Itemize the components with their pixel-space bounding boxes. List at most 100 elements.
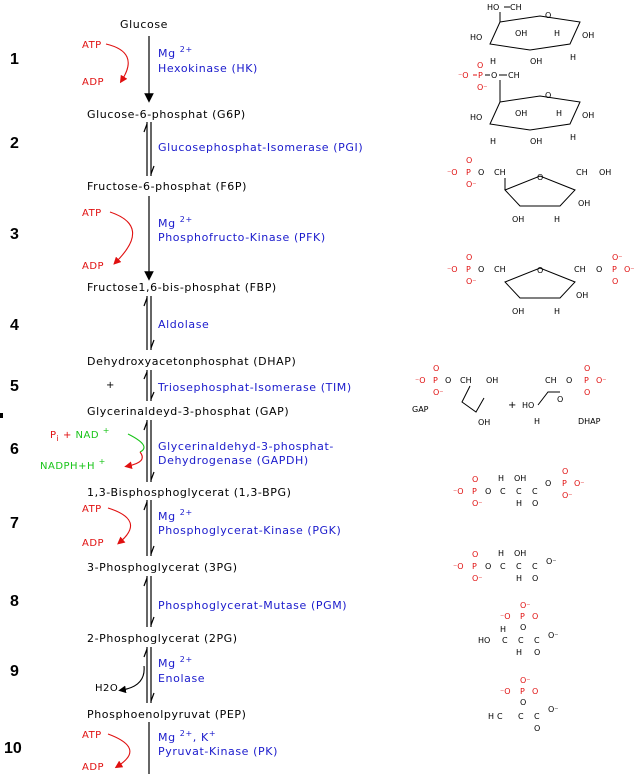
- svg-text:H: H: [534, 417, 540, 426]
- svg-text:CH: CH: [460, 376, 472, 385]
- nadh-curve-6: [124, 451, 143, 470]
- svg-text:HO: HO: [478, 636, 490, 645]
- svg-text:OH: OH: [530, 137, 542, 146]
- atp-label-7: ATP: [82, 504, 102, 515]
- label-gap: GAP: [412, 405, 429, 414]
- label-dhap: DHAP: [578, 417, 601, 426]
- svg-text:O⁻: O⁻: [433, 388, 444, 397]
- svg-text:O⁻: O⁻: [466, 277, 477, 286]
- step-number-7: 7: [10, 515, 19, 532]
- svg-text:P: P: [520, 687, 525, 696]
- enzyme-pfk: Phosphofructo-Kinase (PFK): [158, 231, 326, 244]
- svg-text:H: H: [554, 307, 560, 316]
- arrow-step-5: [143, 370, 155, 401]
- step-number-4: 4: [10, 317, 19, 334]
- step-number-1: 1: [10, 51, 19, 68]
- svg-text:P: P: [520, 612, 525, 621]
- svg-text:CH: CH: [576, 168, 588, 177]
- enzyme-pk: Pyruvat-Kinase (PK): [158, 745, 278, 758]
- svg-text:O⁻: O⁻: [546, 557, 557, 566]
- arrow-step-2: [143, 122, 155, 176]
- step-number-3: 3: [10, 226, 19, 243]
- svg-text:CH: CH: [494, 168, 506, 177]
- svg-text:O: O: [477, 61, 483, 70]
- atp-adp-curve-7: [107, 507, 132, 545]
- enzyme-pgk: Phosphoglycerat-Kinase (PGK): [158, 524, 342, 537]
- svg-text:O: O: [557, 395, 563, 404]
- svg-text:CH: CH: [494, 265, 506, 274]
- metabolite-13bpg: 1,3-Bisphosphoglycerat (1,3-BPG): [87, 486, 292, 499]
- svg-text:O: O: [520, 623, 526, 632]
- enzyme-7-cofactor: Mg 2+: [158, 508, 193, 523]
- svg-text:O: O: [562, 467, 568, 476]
- svg-text:O: O: [520, 698, 526, 707]
- enzyme-9-cofactor: Mg 2+: [158, 655, 193, 670]
- svg-text:H: H: [498, 549, 504, 558]
- svg-text:O: O: [566, 376, 572, 385]
- svg-text:O: O: [534, 724, 540, 733]
- svg-text:O: O: [478, 168, 484, 177]
- svg-text:CH: CH: [508, 71, 520, 80]
- svg-text:O⁻: O⁻: [472, 499, 483, 508]
- atp-label-3: ATP: [82, 208, 102, 219]
- svg-text:H: H: [500, 625, 506, 634]
- svg-text:H: H: [490, 137, 496, 146]
- metabolite-gap: Glycerinaldeyd-3-phosphat (GAP): [87, 405, 290, 418]
- svg-text:O: O: [532, 499, 538, 508]
- svg-text:O: O: [485, 562, 491, 571]
- svg-text:O⁻: O⁻: [596, 376, 607, 385]
- atp-adp-curve-1: [105, 43, 129, 84]
- svg-text:P: P: [466, 265, 471, 274]
- metabolite-g6p: Glucose-6-phosphat (G6P): [87, 108, 246, 121]
- svg-text:OH: OH: [599, 168, 611, 177]
- step-number-9: 9: [10, 663, 19, 680]
- enzyme-tim: Triosephosphat-Isomerase (TIM): [158, 381, 352, 394]
- svg-text:O: O: [537, 173, 543, 182]
- svg-text:OH: OH: [512, 307, 524, 316]
- svg-text:OH: OH: [515, 29, 527, 38]
- svg-text:H: H: [490, 57, 496, 66]
- svg-text:CH: CH: [545, 376, 557, 385]
- svg-text:OH: OH: [486, 376, 498, 385]
- step-number-10: 10: [4, 740, 22, 757]
- metabolite-f6p: Fructose-6-phosphat (F6P): [87, 180, 248, 193]
- step-number-2: 2: [10, 135, 19, 152]
- svg-text:O: O: [466, 253, 472, 262]
- svg-text:H: H: [516, 648, 522, 657]
- svg-text:OH: OH: [478, 418, 490, 427]
- atp-label-1: ATP: [82, 40, 102, 51]
- svg-text:HO: HO: [487, 3, 499, 12]
- svg-text:⁻O: ⁻O: [415, 376, 426, 385]
- svg-text:O⁻: O⁻: [612, 253, 623, 262]
- plus-sign-structures: +: [508, 400, 516, 411]
- svg-text:O: O: [472, 475, 478, 484]
- enzyme-pgi: Glucosephosphat-Isomerase (PGI): [158, 141, 364, 154]
- metabolite-3pg: 3-Phosphoglycerat (3PG): [87, 561, 238, 574]
- svg-text:⁻O: ⁻O: [453, 487, 464, 496]
- svg-text:CH: CH: [510, 3, 522, 12]
- svg-text:HO: HO: [522, 401, 534, 410]
- step-number-5: 5: [10, 378, 19, 395]
- svg-text:O⁻: O⁻: [472, 574, 483, 583]
- svg-text:O⁻: O⁻: [548, 705, 559, 714]
- svg-text:O: O: [537, 266, 543, 275]
- svg-text:CH: CH: [574, 265, 586, 274]
- svg-text:⁻O: ⁻O: [447, 265, 458, 274]
- svg-text:P: P: [472, 487, 477, 496]
- svg-text:C: C: [500, 487, 506, 496]
- svg-text:⁻O: ⁻O: [500, 612, 511, 621]
- enzyme-3-cofactor: Mg 2+: [158, 215, 193, 230]
- svg-text:C: C: [516, 487, 522, 496]
- nad-curve-6: [127, 433, 145, 453]
- svg-text:OH: OH: [576, 291, 588, 300]
- step-number-8: 8: [10, 593, 19, 610]
- adp-label-7: ADP: [82, 538, 105, 549]
- enzyme-pgm: Phosphoglycerat-Mutase (PGM): [158, 599, 348, 612]
- svg-text:O⁻: O⁻: [562, 491, 573, 500]
- svg-text:HO: HO: [470, 113, 482, 122]
